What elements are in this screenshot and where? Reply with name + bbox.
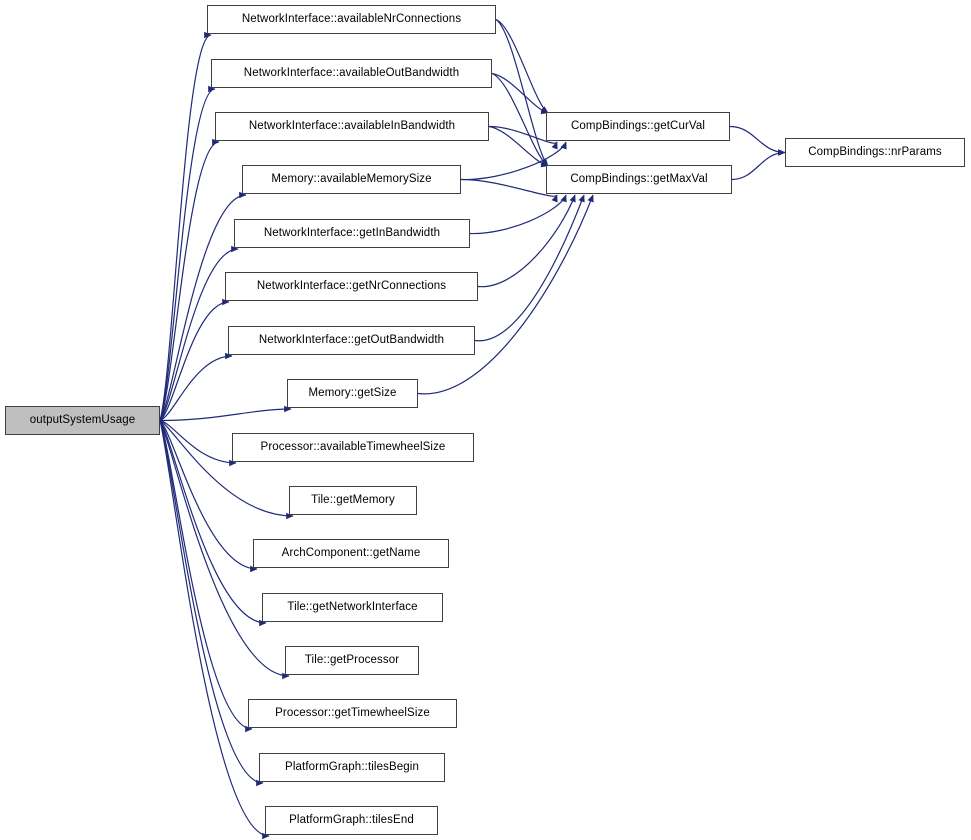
graph-edge-getInBandwidth-to-getMaxVal: [469, 194, 567, 235]
graph-edge-availableNrConnections-to-getCurVal: [495, 18, 549, 114]
graph-node-label: NetworkInterface::getNrConnections: [256, 279, 447, 292]
graph-node-label: Tile::getNetworkInterface: [287, 600, 418, 613]
graph-edge-availableOutBandwidth-to-getMaxVal: [491, 72, 549, 167]
graph-node-tilesBegin[interactable]: PlatformGraph::tilesBegin: [259, 753, 445, 782]
graph-edge-outputSystemUsage-to-availableOutBandwidth: [159, 85, 216, 421]
graph-node-label: Processor::getTimewheelSize: [275, 706, 430, 719]
graph-edge-availableNrConnections-to-getMaxVal: [495, 18, 549, 167]
graph-edge-availableOutBandwidth-to-getCurVal: [491, 72, 549, 115]
graph-edge-getNrConnections-to-getMaxVal: [477, 194, 576, 288]
graph-node-label: PlatformGraph::tilesBegin: [285, 760, 419, 773]
graph-node-label: CompBindings::getMaxVal: [570, 172, 708, 185]
graph-node-label: ArchComponent::getName: [281, 546, 421, 559]
graph-edge-outputSystemUsage-to-availableInBandwidth: [159, 138, 220, 421]
graph-node-label: Tile::getProcessor: [304, 653, 400, 666]
graph-edge-outputSystemUsage-to-getName: [159, 420, 258, 573]
graph-node-label: NetworkInterface::availableInBandwidth: [248, 119, 456, 132]
graph-node-availableMemorySize[interactable]: Memory::availableMemorySize: [242, 165, 461, 194]
graph-node-getCurVal[interactable]: CompBindings::getCurVal: [546, 112, 730, 141]
graph-node-getMaxVal[interactable]: CompBindings::getMaxVal: [546, 165, 732, 194]
graph-node-getMemory[interactable]: Tile::getMemory: [289, 486, 417, 515]
graph-node-label: Memory::getSize: [308, 386, 397, 399]
graph-node-label: CompBindings::getCurVal: [570, 119, 706, 132]
graph-node-getInBandwidth[interactable]: NetworkInterface::getInBandwidth: [234, 219, 470, 248]
graph-node-availableInBandwidth[interactable]: NetworkInterface::availableInBandwidth: [215, 112, 489, 141]
graph-edge-outputSystemUsage-to-getProcessor: [159, 420, 290, 680]
graph-edge-outputSystemUsage-to-getNetworkInterface: [159, 420, 267, 627]
graph-edge-outputSystemUsage-to-tilesEnd: [159, 420, 270, 840]
graph-node-label: PlatformGraph::tilesEnd: [289, 813, 414, 826]
graph-node-outputSystemUsage[interactable]: outputSystemUsage: [5, 406, 160, 435]
graph-node-label: Processor::availableTimewheelSize: [260, 440, 446, 453]
graph-edge-getSize-to-getMaxVal: [417, 194, 594, 395]
graph-node-getNrConnections[interactable]: NetworkInterface::getNrConnections: [225, 272, 478, 301]
graph-edge-availableMemorySize-to-getCurVal: [460, 141, 567, 181]
graph-node-label: CompBindings::nrParams: [808, 145, 942, 158]
graph-edge-getMaxVal-to-nrParams: [731, 149, 786, 181]
graph-node-tilesEnd[interactable]: PlatformGraph::tilesEnd: [265, 806, 438, 835]
graph-node-getOutBandwidth[interactable]: NetworkInterface::getOutBandwidth: [228, 326, 475, 355]
graph-node-getProcessor[interactable]: Tile::getProcessor: [285, 646, 419, 675]
graph-node-label: NetworkInterface::availableNrConnections: [241, 12, 462, 25]
graph-node-getNetworkInterface[interactable]: Tile::getNetworkInterface: [262, 593, 443, 622]
graph-edge-outputSystemUsage-to-availableMemorySize: [159, 191, 247, 421]
graph-node-label: NetworkInterface::getInBandwidth: [263, 226, 441, 239]
graph-node-availableOutBandwidth[interactable]: NetworkInterface::availableOutBandwidth: [211, 59, 492, 88]
graph-edge-outputSystemUsage-to-tilesBegin: [159, 420, 264, 787]
graph-edge-outputSystemUsage-to-getTimewheelSize: [159, 420, 253, 733]
graph-edge-outputSystemUsage-to-getSize: [159, 405, 292, 422]
graph-node-label: Memory::availableMemorySize: [271, 172, 432, 185]
graph-node-nrParams[interactable]: CompBindings::nrParams: [785, 138, 965, 167]
graph-node-label: NetworkInterface::availableOutBandwidth: [243, 66, 460, 79]
graph-edge-outputSystemUsage-to-getInBandwidth: [159, 245, 239, 421]
graph-node-availableTimewheelSize[interactable]: Processor::availableTimewheelSize: [232, 433, 474, 462]
graph-edge-outputSystemUsage-to-getMemory: [159, 419, 294, 520]
graph-edge-outputSystemUsage-to-getOutBandwidth: [159, 352, 233, 422]
graph-edge-availableInBandwidth-to-getCurVal: [488, 125, 558, 150]
graph-node-label: Tile::getMemory: [311, 493, 395, 506]
graph-node-getName[interactable]: ArchComponent::getName: [253, 539, 449, 568]
graph-edge-availableMemorySize-to-getMaxVal: [460, 178, 558, 203]
graph-node-label: outputSystemUsage: [29, 413, 136, 426]
graph-edge-outputSystemUsage-to-availableTimewheelSize: [159, 419, 237, 467]
graph-edge-getOutBandwidth-to-getMaxVal: [474, 194, 585, 342]
graph-edge-availableInBandwidth-to-getMaxVal: [488, 125, 549, 168]
graph-node-label: NetworkInterface::getOutBandwidth: [258, 333, 445, 346]
graph-edge-outputSystemUsage-to-availableNrConnections: [159, 31, 212, 421]
graph-edge-getCurVal-to-nrParams: [729, 125, 786, 156]
graph-node-getTimewheelSize[interactable]: Processor::getTimewheelSize: [248, 699, 457, 728]
graph-node-getSize[interactable]: Memory::getSize: [287, 379, 418, 408]
graph-edge-outputSystemUsage-to-getNrConnections: [159, 298, 230, 421]
graph-node-availableNrConnections[interactable]: NetworkInterface::availableNrConnections: [207, 5, 496, 34]
